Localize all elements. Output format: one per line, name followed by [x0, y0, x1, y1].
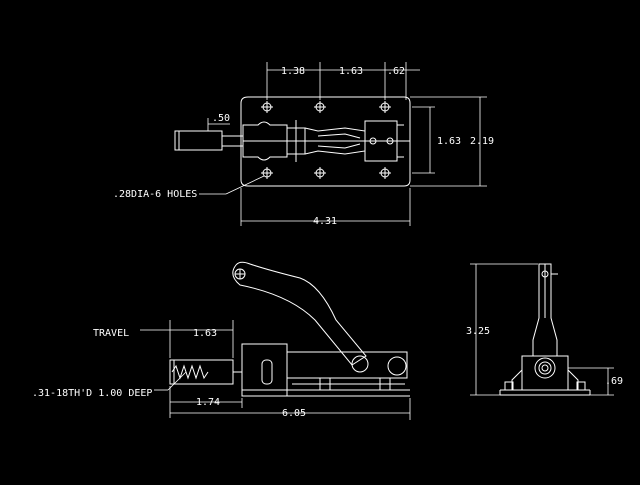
dim-plunger: 1.74	[196, 397, 220, 408]
side-body	[241, 343, 410, 397]
bottom-width-dimension	[240, 188, 411, 226]
handle-offset-dimension	[207, 118, 230, 131]
dim-spacing-2: 1.63	[339, 66, 363, 77]
top-horizontal-dimensions	[266, 62, 420, 100]
dim-overall-width: 4.31	[313, 216, 337, 227]
holes-leader	[199, 175, 265, 195]
dim-end-base: .69	[605, 376, 623, 387]
end-base-dimension	[568, 367, 614, 396]
end-body	[499, 355, 591, 396]
dim-handle-offset: .50	[212, 113, 230, 124]
plunger-rod	[174, 130, 243, 151]
thread-note: .31-18TH'D 1.00 DEEP	[32, 388, 152, 399]
dim-overall-height: 2.19	[470, 136, 494, 147]
thread-leader	[154, 371, 187, 391]
travel-dimension	[140, 320, 234, 358]
slide-body	[242, 120, 410, 162]
end-height-dimension	[470, 263, 538, 396]
dim-spacing-3: .62	[387, 66, 405, 77]
side-plunger	[169, 359, 242, 385]
right-vertical-dimensions	[410, 96, 487, 187]
dim-spacing-1: 1.38	[281, 66, 305, 77]
end-view: 3.25 .69	[466, 263, 623, 396]
dim-end-height: 3.25	[466, 326, 490, 337]
dim-inner-height: 1.63	[437, 136, 461, 147]
travel-label: TRAVEL	[93, 328, 129, 339]
dim-overall-length: 6.05	[282, 408, 306, 419]
base-plate-outline	[240, 96, 411, 187]
side-view: TRAVEL 1.63 .31-18TH'D 1.00 DEEP 1.74 6.…	[32, 261, 411, 420]
dim-travel: 1.63	[193, 328, 217, 339]
top-view: 1.38 1.63 .62 .50 1.63 2.19 4.31 .28D	[113, 62, 494, 227]
holes-note: .28DIA-6 HOLES	[113, 189, 197, 200]
handle-lever	[232, 261, 367, 366]
overall-length-dimension	[170, 398, 411, 420]
mounting-holes	[261, 101, 391, 179]
